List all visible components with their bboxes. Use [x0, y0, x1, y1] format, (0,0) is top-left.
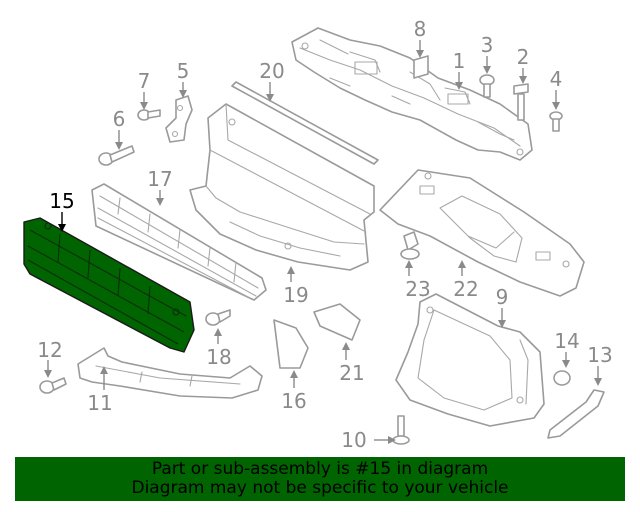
part-20-seal[interactable] — [231, 81, 379, 165]
part-4-screw[interactable] — [549, 111, 563, 132]
part-5-bracket[interactable] — [165, 95, 193, 143]
callout-20: 20 — [259, 59, 284, 83]
callout-7: 7 — [138, 69, 151, 93]
part-18-clip[interactable] — [205, 309, 231, 326]
part-22-splash-shield[interactable] — [379, 169, 585, 297]
part-13-strip[interactable] — [547, 389, 605, 439]
part-3-bolt[interactable] — [479, 74, 495, 98]
callout-10: 10 — [341, 428, 366, 452]
callout-17: 17 — [147, 167, 172, 191]
callout-21: 21 — [339, 361, 364, 385]
callout-22: 22 — [453, 277, 478, 301]
part-16-deflector[interactable] — [273, 319, 309, 369]
callout-16: 16 — [281, 389, 306, 413]
part-6-bolt[interactable] — [98, 145, 135, 166]
callout-6: 6 — [113, 107, 126, 131]
callout-12: 12 — [37, 338, 62, 362]
banner-line-part: Part or sub-assembly is #15 in diagram — [151, 459, 489, 479]
banner-line-disclaimer: Diagram may not be specific to your vehi… — [131, 478, 509, 498]
part-19-air-deflector[interactable] — [189, 103, 375, 271]
callout-13: 13 — [587, 343, 612, 367]
part-8-bracket[interactable] — [413, 55, 429, 79]
callout-8: 8 — [414, 17, 427, 41]
callout-15: 15 — [49, 189, 74, 213]
callout-3: 3 — [481, 33, 494, 57]
part-17-upper-grille[interactable] — [91, 183, 267, 301]
part-9-headlamp-bracket[interactable] — [395, 293, 545, 427]
callout-14: 14 — [554, 329, 579, 353]
part-7-bolt[interactable] — [137, 109, 161, 121]
callout-labels: 1 2 3 4 5 6 7 8 9 10 11 12 13 14 15 16 1… — [37, 17, 612, 452]
callout-4: 4 — [550, 67, 563, 91]
callout-9: 9 — [496, 285, 509, 309]
info-banner: Part or sub-assembly is #15 in diagram D… — [15, 457, 625, 501]
callout-5: 5 — [177, 59, 190, 83]
parts-diagram: 1 2 3 4 5 6 7 8 9 10 11 12 13 14 15 16 1… — [23, 17, 613, 452]
part-23-clip[interactable] — [400, 231, 420, 260]
part-15-lower-grille-highlighted[interactable] — [23, 217, 195, 353]
callout-2: 2 — [517, 45, 530, 69]
callout-1: 1 — [453, 49, 466, 73]
part-11-lower-bracket[interactable] — [77, 347, 263, 399]
callout-23: 23 — [405, 277, 430, 301]
part-14-grommet[interactable] — [553, 370, 571, 386]
part-1-upper-tie-bar[interactable] — [291, 27, 533, 161]
callout-18: 18 — [206, 345, 231, 369]
part-12-bolt[interactable] — [39, 377, 67, 394]
callout-19: 19 — [283, 283, 308, 307]
part-10-bolt[interactable] — [392, 415, 410, 445]
leader-lines — [44, 40, 602, 444]
callout-11: 11 — [87, 391, 112, 415]
part-21-deflector[interactable] — [313, 303, 361, 341]
part-2-stud[interactable] — [513, 83, 529, 121]
